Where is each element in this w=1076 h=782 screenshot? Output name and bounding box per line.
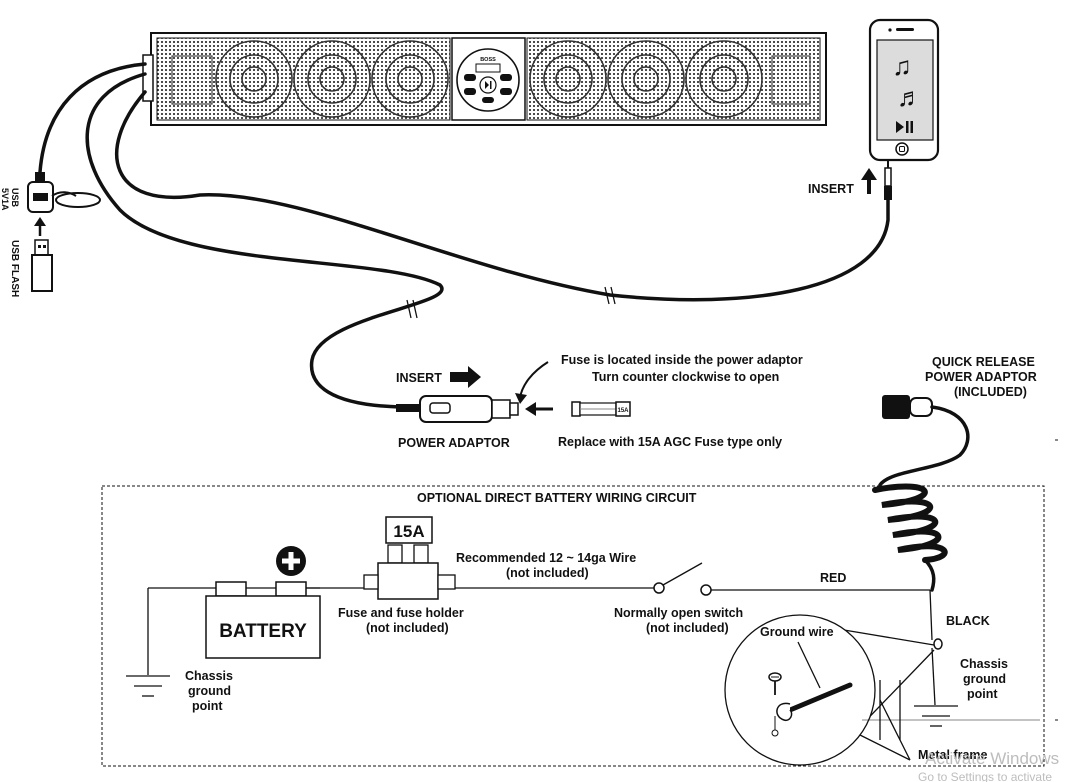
circuit-title: OPTIONAL DIRECT BATTERY WIRING CIRCUIT — [417, 491, 697, 505]
usb-port-assembly: USB 5V1A USB FLASH — [0, 172, 101, 297]
soundbar-control-panel: BOSS — [451, 37, 526, 121]
aux-plug — [884, 167, 892, 187]
red-wire-label: RED — [820, 571, 846, 585]
quick-release-label-line1: QUICK RELEASE — [932, 355, 1035, 369]
chassis-right-label-line1: Chassis — [960, 657, 1008, 671]
black-wire — [929, 589, 933, 641]
fuse-holder-label-line1: Fuse and fuse holder — [338, 606, 464, 620]
usb-port-cap — [55, 192, 101, 208]
agc-fuse-icon: 15A — [571, 401, 631, 417]
ground-wire-icon — [787, 682, 853, 713]
fuse-note-curved-arrow-icon — [519, 361, 549, 399]
wire-recommendation-line1: Recommended 12 ~ 14ga Wire — [456, 551, 636, 565]
normally-open-switch: Normally open switch (not included) — [614, 562, 743, 635]
soundbar-right-speakers — [529, 40, 811, 118]
black-wire-label: BLACK — [946, 614, 990, 628]
music-note-icon: ♫ — [892, 51, 912, 81]
fuse-insert-arrow-icon — [525, 402, 536, 416]
panel-button-bottom — [482, 97, 494, 103]
switch-label-line1: Normally open switch — [614, 606, 743, 620]
usb-port-rating: 5V1A — [0, 188, 10, 211]
insert-phone-label: INSERT — [808, 182, 854, 196]
quick-release-label-line3: (INCLUDED) — [954, 385, 1027, 399]
soundbar-left-speakers — [171, 40, 449, 118]
fuse-rating-label: 15A — [393, 522, 424, 541]
ring-terminal-icon — [776, 702, 793, 722]
ground-symbol-left — [126, 675, 170, 697]
panel-button-top-left — [464, 74, 476, 81]
brand-logo: BOSS — [480, 57, 496, 63]
ground-wire-callout: Ground wire — [724, 614, 935, 766]
agc-fuse-rating: 15A — [617, 408, 629, 414]
chassis-left-label-line2: ground — [188, 684, 231, 698]
battery: BATTERY — [205, 546, 321, 659]
phone-screen — [876, 39, 934, 141]
battery-label: BATTERY — [219, 621, 307, 642]
music-notes-icon: ♬ — [897, 82, 923, 112]
chassis-right-label-line3: point — [967, 687, 998, 701]
wire-recommendation-line2: (not included) — [506, 566, 589, 580]
screw-icon — [768, 672, 782, 695]
usb-flash-drive-icon — [31, 239, 53, 292]
panel-button-top-right — [500, 74, 512, 81]
power-adaptor-label: POWER ADAPTOR — [398, 436, 510, 450]
chassis-left-label-line3: point — [192, 699, 223, 713]
quick-release-label-line2: POWER ADAPTOR — [925, 370, 1037, 384]
fuse-holder-label-line2: (not included) — [366, 621, 449, 635]
quick-release-adaptor: QUICK RELEASE POWER ADAPTOR (INCLUDED) — [872, 355, 1037, 592]
coiled-cord — [872, 483, 948, 563]
soundbar: BOSS — [142, 32, 827, 126]
panel-button-bottom-right — [500, 88, 512, 95]
chassis-right-label-line2: ground — [963, 672, 1006, 686]
power-adaptor: INSERT POWER ADAPTOR 15A Fuse is located… — [396, 353, 803, 450]
play-pause-icon — [896, 121, 913, 133]
usb-flash-label: USB FLASH — [9, 240, 20, 297]
metal-frame — [859, 680, 1040, 761]
chassis-left-label-line1: Chassis — [185, 669, 233, 683]
usb-port-label: USB — [10, 188, 20, 208]
activate-windows-subtitle: Go to Settings to activate — [918, 770, 1053, 782]
replace-fuse-note: Replace with 15A AGC Fuse type only — [558, 435, 782, 449]
metal-frame-label: Metal frame — [918, 748, 988, 762]
switch-label-line2: (not included) — [646, 621, 729, 635]
soundbar-cables — [38, 62, 890, 409]
activate-windows-watermark: Activate Windows — [925, 749, 1060, 768]
insert-adaptor-label: INSERT — [396, 371, 442, 385]
insert-adaptor-arrow-icon — [450, 366, 481, 388]
panel-button-bottom-left — [464, 88, 476, 95]
phone-home-button — [895, 142, 909, 156]
optional-circuit-box — [101, 485, 1045, 767]
ground-symbol-right — [914, 705, 958, 727]
fuse-note-line2: Turn counter clockwise to open — [592, 370, 779, 384]
fuse-note-line1: Fuse is located inside the power adaptor — [561, 353, 803, 367]
fuse-holder: 15A Fuse and fuse holder (not included) — [338, 516, 464, 635]
ground-wire-label: Ground wire — [760, 625, 834, 639]
phone: ♫ ♬ INSERT — [808, 18, 940, 200]
